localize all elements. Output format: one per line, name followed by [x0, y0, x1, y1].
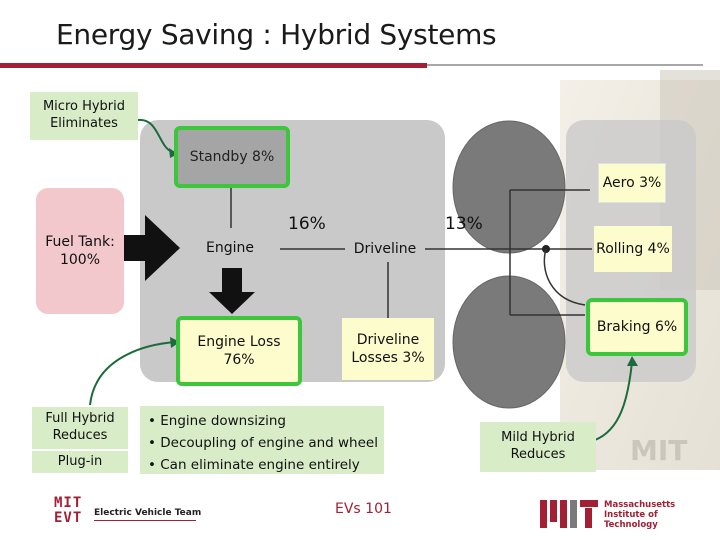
engine-loss-arrow — [209, 268, 255, 314]
driveline-box: Driveline — [345, 236, 425, 262]
bullet-decoupling: • Decoupling of engine and wheel — [148, 435, 378, 451]
electric-vehicle-team-text: Electric Vehicle Team — [94, 508, 202, 518]
slide-title: Energy Saving : Hybrid Systems — [56, 18, 497, 51]
plug-in-label: Plug-in — [32, 451, 128, 473]
driveline-losses-box: Driveline Losses 3% — [342, 318, 434, 380]
engine-loss-box: Engine Loss 76% — [176, 316, 302, 386]
title-rule-gray — [427, 64, 703, 66]
driveline-output-percent: 13% — [445, 214, 483, 234]
mit-line-2: Institute of — [604, 510, 658, 520]
mit-logo: Massachusetts Institute of Technology — [540, 494, 715, 534]
standby-box: Standby 8% — [174, 126, 290, 188]
svg-text:MIT: MIT — [630, 434, 687, 467]
bullet-engine-downsizing: • Engine downsizing — [148, 413, 286, 429]
mit-line-1: Massachusetts — [604, 500, 676, 510]
front-wheel-icon — [452, 120, 566, 254]
full-hybrid-label: Full Hybrid Reduces — [32, 407, 128, 449]
mit-evt-logo: MIT EVT Electric Vehicle Team — [54, 496, 204, 528]
bullet-eliminate-engine: • Can eliminate engine entirely — [148, 457, 360, 473]
mit-bars-icon — [540, 500, 598, 528]
micro-hybrid-label: Micro Hybrid Eliminates — [30, 92, 138, 140]
hybrid-benefits-list: • Engine downsizing • Decoupling of engi… — [140, 406, 384, 474]
wheels-drawing — [452, 120, 566, 409]
fuel-tank-box: Fuel Tank: 100% — [36, 188, 124, 314]
mit-evt-mark: MIT EVT — [54, 495, 83, 526]
fuel-arrow — [123, 215, 180, 281]
title-rule-red — [0, 63, 427, 68]
mit-line-3: Technology — [604, 520, 658, 530]
mild-hybrid-label: Mild Hybrid Reduces — [480, 422, 596, 472]
team-underline — [94, 520, 196, 521]
engine-box: Engine — [190, 232, 270, 264]
braking-box: Braking 6% — [586, 298, 688, 356]
rolling-box: Rolling 4% — [594, 226, 672, 272]
footer-center-text: EVs 101 — [335, 501, 392, 517]
mit-wordmark: Massachusetts Institute of Technology — [604, 500, 675, 530]
aero-box: Aero 3% — [598, 163, 666, 203]
rear-wheel-icon — [452, 275, 566, 409]
engine-output-percent: 16% — [288, 214, 326, 234]
